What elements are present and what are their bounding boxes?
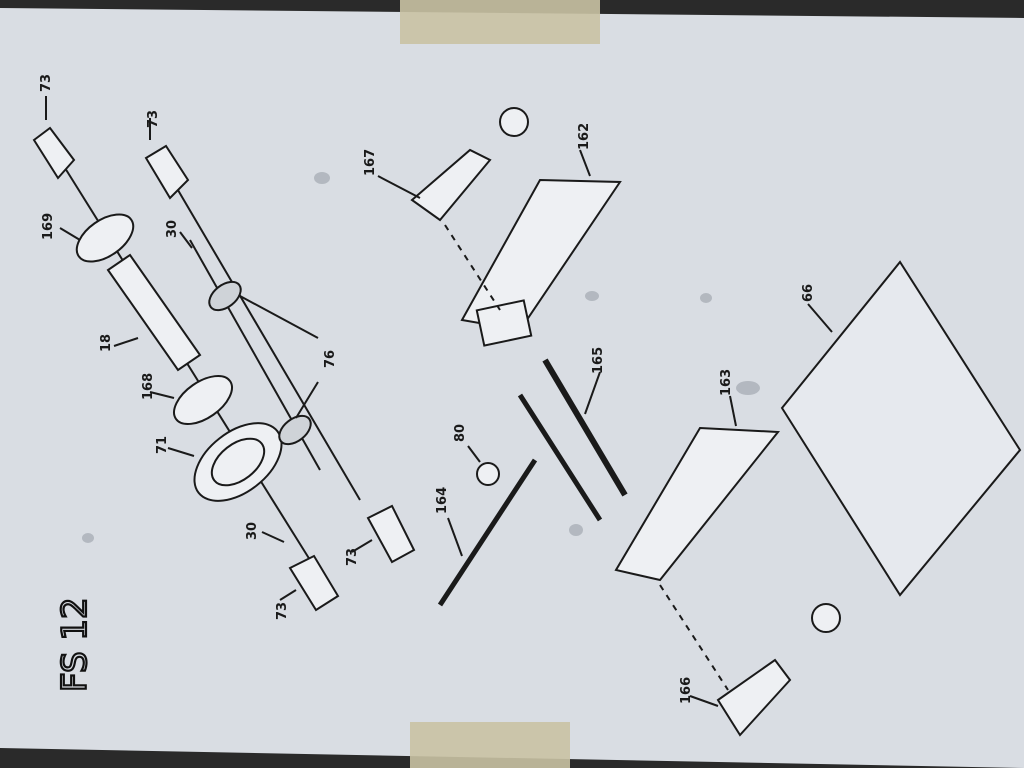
roller-18 (106, 253, 202, 372)
gear-71-hub (210, 437, 266, 487)
leader-73d (351, 539, 373, 553)
paper-sheet (0, 8, 1024, 768)
masking-tape-bottom (410, 722, 570, 768)
leader-30b (261, 531, 285, 543)
stain (82, 533, 94, 543)
label-30a: 30 (165, 220, 180, 238)
bracket-166 (716, 658, 792, 737)
label-162: 162 (577, 123, 592, 150)
label-30b: 30 (245, 522, 260, 540)
leader-166 (689, 695, 719, 707)
label-73b: 73 (146, 110, 161, 128)
label-167: 167 (363, 149, 378, 176)
pinion-76b (278, 414, 312, 446)
alignment-dash-upper (444, 224, 501, 311)
leader-162 (579, 149, 591, 177)
block-162 (475, 299, 533, 347)
leader-163 (729, 395, 737, 427)
spool-73c (288, 554, 340, 612)
stain (314, 172, 330, 184)
label-169: 169 (41, 213, 56, 240)
stain (700, 293, 712, 303)
alignment-dash-lower (659, 584, 729, 691)
handwritten-title: FS 12 (55, 597, 95, 692)
bracket-167 (410, 148, 492, 222)
leader-80 (467, 445, 481, 463)
stain (585, 291, 599, 301)
screw-assembly (517, 393, 603, 522)
plate-163 (614, 426, 780, 582)
drawing-lines (32, 96, 1022, 737)
label-73a: 73 (39, 74, 54, 92)
label-164: 164 (435, 487, 450, 514)
rod-165 (542, 358, 628, 497)
stain (736, 381, 760, 395)
nut-80 (476, 462, 500, 486)
label-163: 163 (719, 369, 734, 396)
label-166: 166 (679, 677, 694, 704)
collar-169 (75, 213, 135, 263)
stains (82, 172, 760, 543)
bracket-167-wheel (499, 107, 529, 137)
label-165: 165 (591, 347, 606, 374)
leader-167 (377, 175, 421, 199)
leader-168 (149, 391, 175, 399)
panel-66 (780, 260, 1022, 597)
leader-164 (447, 517, 463, 557)
leader-76a (239, 295, 319, 339)
stain (569, 524, 583, 536)
spool-73d (366, 504, 416, 564)
masking-tape-top (400, 0, 600, 44)
screw-164 (437, 458, 538, 607)
leader-18 (113, 337, 139, 347)
label-168: 168 (141, 373, 156, 400)
leader-30a (179, 231, 193, 249)
label-71: 71 (155, 436, 170, 454)
long-shaft-mid (174, 184, 361, 501)
label-18: 18 (99, 334, 114, 352)
label-80: 80 (453, 424, 468, 442)
spool-73a (32, 126, 76, 180)
leader-71 (167, 447, 195, 457)
leader-165 (584, 371, 601, 415)
spool-73b (144, 144, 190, 200)
label-76: 76 (323, 350, 338, 368)
label-73c: 73 (275, 602, 290, 620)
label-66: 66 (801, 284, 816, 302)
label-73d: 73 (345, 548, 360, 566)
leader-73c (279, 589, 297, 601)
leader-76b (295, 381, 319, 419)
collar-168 (173, 375, 233, 425)
leader-66 (807, 303, 833, 333)
pinion-76a (208, 280, 242, 312)
leader-169 (59, 227, 81, 241)
bracket-166-wheel (811, 603, 841, 633)
